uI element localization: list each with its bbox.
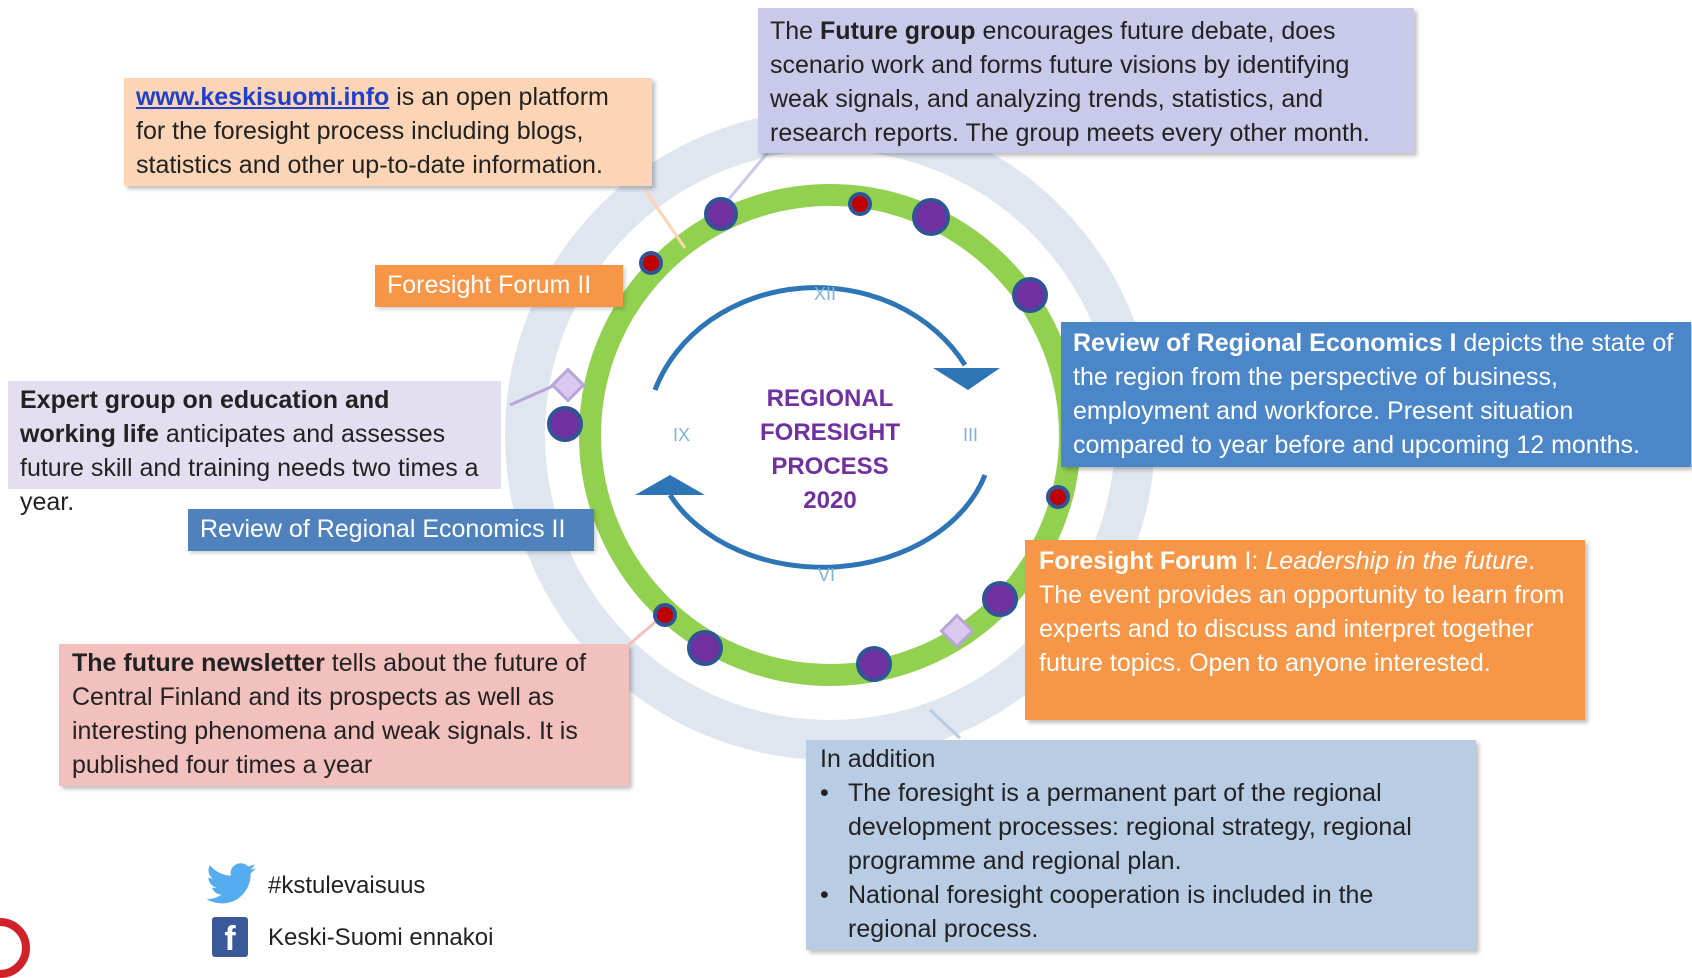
center-title: REGIONAL FORESIGHT PROCESS 2020 (700, 382, 960, 518)
arrow-top-head (933, 368, 1000, 390)
month-ix: IX (673, 425, 691, 445)
connector-newsletter (624, 616, 661, 650)
forum-i-text1: I: (1237, 547, 1266, 575)
forum-i-title: Foresight Forum (1039, 547, 1238, 575)
newsletter-title: The future newsletter (72, 649, 325, 677)
future-group-box: The Future group encourages future debat… (758, 8, 1414, 153)
dot-red (1046, 485, 1070, 509)
foresight-forum-ii-tag: Foresight Forum II (375, 265, 623, 307)
center-title-line2: FORESIGHT PROCESS (759, 419, 900, 480)
dot-purple (547, 406, 583, 442)
addition-bullet-text: National foresight cooperation is includ… (848, 881, 1374, 943)
month-vi: VI (818, 565, 836, 585)
dot-purple (687, 630, 723, 666)
diamond-marker-right (939, 613, 975, 649)
dot-red (639, 251, 663, 275)
expert-group-title: Expert group on education and working li… (20, 386, 390, 448)
center-title-line1: REGIONAL (766, 385, 894, 412)
center-title-line3: 2020 (803, 487, 857, 514)
facebook-page: Keski-Suomi ennakoi (268, 924, 494, 951)
website-link[interactable]: www.keskisuomi.info (136, 83, 390, 111)
addition-bullet-text: The foresight is a permanent part of the… (848, 779, 1412, 875)
website-box: www.keskisuomi.info is an open platform … (124, 78, 652, 186)
addition-title: In addition (820, 745, 936, 773)
addition-bullet: • National foresight cooperation is incl… (820, 878, 1462, 946)
dot-purple (704, 197, 738, 231)
diamond-marker-left (550, 367, 586, 403)
dot-red (848, 192, 872, 216)
expert-group-text: anticipates and assesses future skill an… (20, 420, 479, 516)
connector-website (643, 189, 687, 249)
facebook-icon: f (212, 917, 248, 958)
review-economics-ii-tag: Review of Regional Economics II (188, 509, 594, 551)
twitter-bird-icon (206, 863, 256, 904)
arrow-bottom-head (635, 475, 705, 495)
bullet-dot: • (820, 881, 829, 909)
newsletter-text: tells about the future of Central Finlan… (72, 649, 587, 779)
dot-red (653, 603, 677, 627)
dot-purple (982, 581, 1018, 617)
addition-bullet: • The foresight is a permanent part of t… (820, 776, 1462, 878)
review-i-title: Review of Regional Economics I (1073, 329, 1457, 357)
month-xii: XII (814, 284, 837, 304)
dot-purple (912, 198, 950, 236)
twitter-handle: #kstulevaisuus (268, 872, 426, 899)
bullet-dot: • (820, 779, 829, 807)
website-text: is an open platform for the foresight pr… (136, 83, 609, 179)
arrow-top (652, 285, 968, 391)
future-group-intro: The (770, 17, 821, 45)
review-economics-i-box: Review of Regional Economics I depicts t… (1061, 322, 1691, 467)
month-iii: III (963, 425, 979, 445)
connector-expert (509, 381, 561, 407)
foresight-forum-i-box: Foresight Forum I: Leadership in the fut… (1025, 540, 1585, 720)
future-group-title: Future group (820, 17, 976, 45)
expert-group-box: Expert group on education and working li… (8, 381, 501, 516)
future-group-text: encourages future debate, does scenario … (770, 17, 1370, 147)
dot-purple (856, 646, 892, 682)
review-i-text: depicts the state of the region from the… (1073, 329, 1674, 459)
arrow-bottom (667, 474, 988, 570)
newsletter-box: The future newsletter tells about the fu… (59, 644, 629, 786)
forum-i-italic: Leadership in the future (1265, 547, 1529, 575)
dot-purple (1012, 277, 1048, 313)
connector-addition (928, 708, 962, 740)
addition-box: In addition • The foresight is a permane… (806, 740, 1476, 950)
forum-i-text2: . The event provides an opportunity to l… (1039, 547, 1565, 677)
connector-future-group (726, 149, 772, 201)
